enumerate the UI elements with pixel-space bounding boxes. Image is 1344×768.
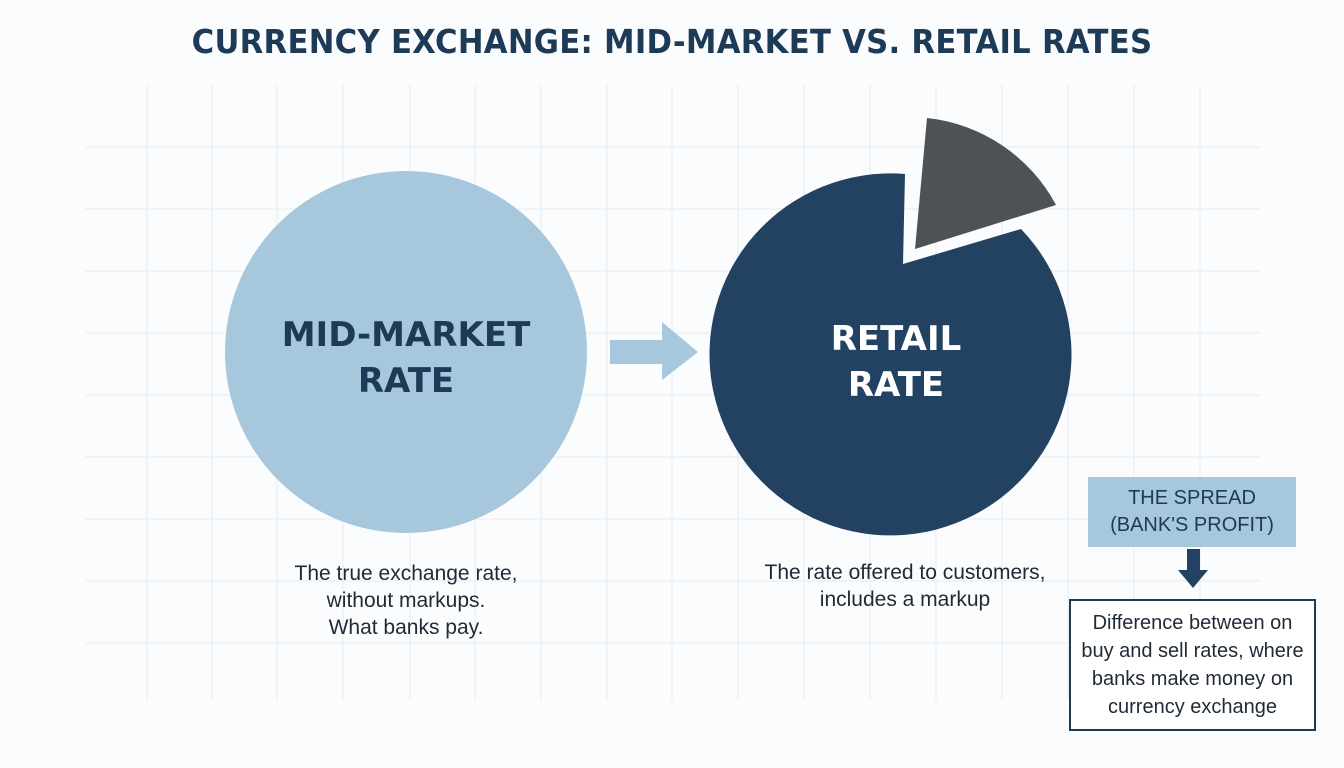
spread-definition-line-4: currency exchange bbox=[1108, 696, 1277, 718]
spread-label-line-1: THE SPREAD bbox=[1128, 487, 1256, 509]
mid-market-circle bbox=[225, 171, 587, 533]
spread-definition-line-3: banks make money on bbox=[1091, 668, 1294, 690]
spread-label-box: THE SPREAD (BANK'S PROFIT) bbox=[1088, 477, 1296, 547]
mid-market-description-line-3: What banks pay. bbox=[328, 616, 484, 639]
mid-market-description-line-2: without markups. bbox=[326, 589, 486, 612]
spread-definition-box: Difference between on buy and sell rates… bbox=[1069, 599, 1316, 731]
page-title: CURRENCY EXCHANGE: MID-MARKET VS. RETAIL… bbox=[191, 22, 1153, 61]
retail-description-line-1: The rate offered to customers, bbox=[764, 561, 1046, 584]
spread-definition-line-1: Difference between on bbox=[1092, 612, 1293, 634]
mid-market-label-line-2: RATE bbox=[357, 361, 455, 401]
retail-label-line-2: RATE bbox=[847, 365, 945, 405]
retail-label: RETAIL RATE bbox=[715, 316, 1077, 408]
retail-description-line-2: includes a markup bbox=[819, 588, 991, 611]
mid-market-description-line-1: The true exchange rate, bbox=[294, 562, 518, 585]
spread-label-line-2: (BANK'S PROFIT) bbox=[1110, 514, 1274, 536]
spread-definition-line-2: buy and sell rates, where bbox=[1081, 640, 1304, 662]
mid-market-label: MID-MARKET RATE bbox=[225, 312, 587, 404]
retail-label-line-1: RETAIL bbox=[830, 319, 962, 359]
mid-market-label-line-1: MID-MARKET bbox=[281, 315, 531, 355]
retail-description: The rate offered to customers, includes … bbox=[745, 559, 1065, 613]
mid-market-description: The true exchange rate, without markups.… bbox=[256, 560, 556, 641]
